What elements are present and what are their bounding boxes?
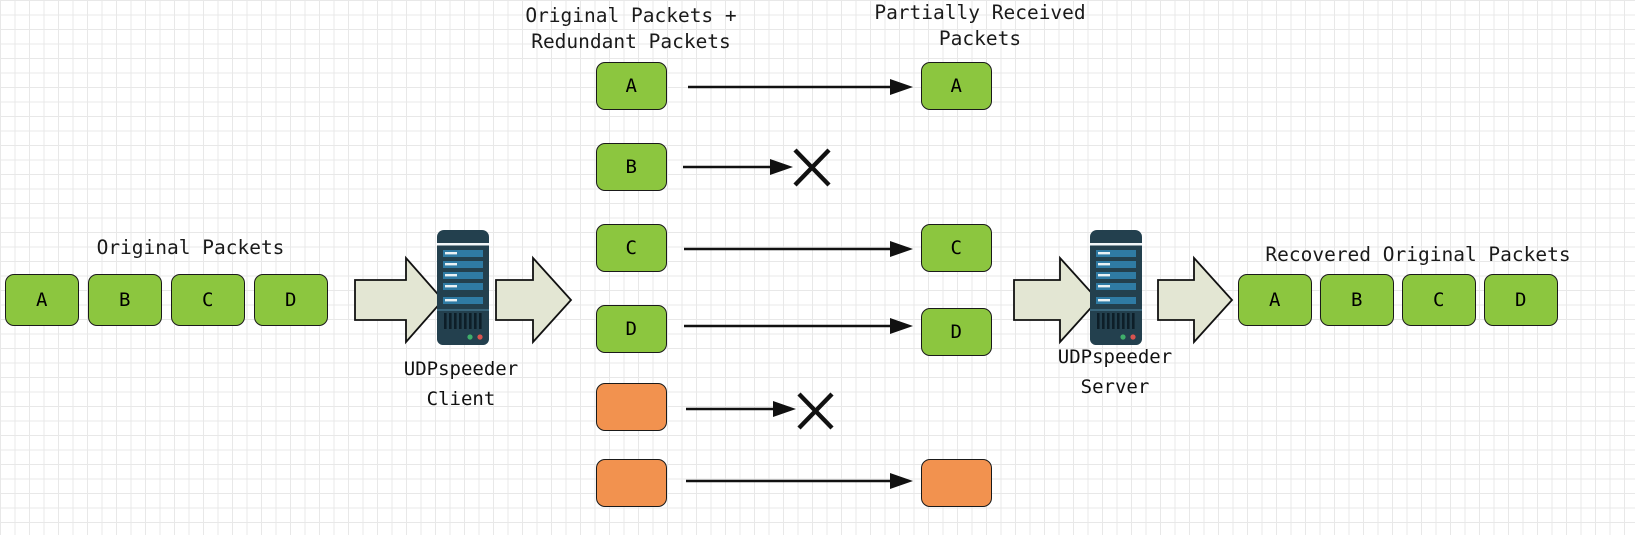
received-packet-d: D: [921, 308, 992, 356]
recovered-packet-b: B: [1320, 274, 1394, 326]
udpspeeder-server-device-icon: [1090, 230, 1142, 345]
caption-partially-received: Partially Received Packets: [874, 1, 1086, 50]
original-packet-c: C: [171, 274, 245, 326]
received-packet-redundant: [921, 459, 992, 507]
sent-packet-redundant-2: [596, 459, 667, 507]
original-packet-d: D: [254, 274, 328, 326]
block-arrow-from-client: [495, 255, 573, 345]
received-packet-a: A: [921, 62, 992, 110]
transmission-arrow-redundant-1: [686, 401, 796, 417]
transmission-arrow-c: [684, 241, 913, 257]
block-arrow-to-server: [1013, 255, 1100, 345]
udpspeeder-server-label: UDPspeeder Server: [1057, 346, 1173, 398]
sent-packet-d: D: [596, 305, 667, 353]
original-packet-a: A: [5, 274, 79, 326]
udpspeeder-client-device-icon: [437, 230, 489, 345]
packet-loss-cross-b: [793, 148, 831, 187]
recovered-packet-c: C: [1402, 274, 1476, 326]
caption-original-plus-redundant: Original Packets + Redundant Packets: [525, 4, 737, 53]
udpspeeder-client-label: UDPspeeder Client: [403, 358, 519, 410]
sent-packet-a: A: [596, 62, 667, 110]
transmission-arrow-redundant-2: [686, 473, 913, 489]
block-arrow-from-server: [1157, 255, 1234, 345]
caption-original-packets: Original Packets: [96, 236, 285, 259]
sent-packet-b: B: [596, 143, 667, 191]
transmission-arrow-a: [688, 79, 913, 95]
block-arrow-to-client: [354, 255, 445, 345]
original-packet-b: B: [88, 274, 162, 326]
packet-loss-cross-redundant-1: [797, 392, 834, 430]
transmission-arrow-b: [683, 159, 793, 175]
sent-packet-redundant-1: [596, 383, 667, 431]
received-packet-c: C: [921, 224, 992, 272]
transmission-arrow-d: [684, 318, 913, 334]
caption-recovered-original-packets: Recovered Original Packets: [1265, 243, 1571, 266]
recovered-packet-a: A: [1238, 274, 1312, 326]
sent-packet-c: C: [596, 224, 667, 272]
recovered-packet-d: D: [1484, 274, 1558, 326]
